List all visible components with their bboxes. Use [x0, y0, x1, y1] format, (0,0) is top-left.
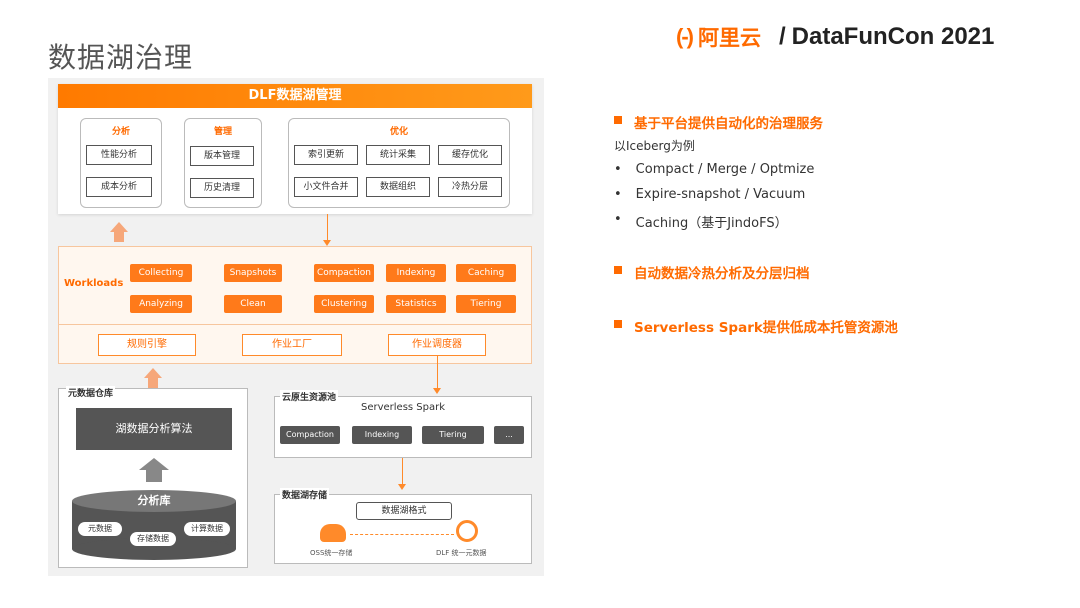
analysis-db-bottom [72, 538, 236, 560]
point-automated-governance: 基于平台提供自动化的治理服务 [634, 116, 823, 132]
workload-tiering: Tiering [456, 295, 516, 313]
pool-chip-tiering: Tiering [422, 426, 484, 444]
lake-format: 数据湖格式 [356, 502, 452, 520]
logo-separator: / [778, 23, 786, 50]
workload-analyzing: Analyzing [130, 295, 192, 313]
pill-metadata: 元数据 [78, 522, 122, 536]
connector-line [437, 356, 438, 390]
dot-icon: • [614, 212, 622, 227]
aliyun-logo-icon: (-) [676, 24, 694, 49]
dlf-metadata-label: DLF 统一元数据 [436, 549, 487, 557]
bullet-item: •Compact / Merge / Optmize [614, 162, 815, 177]
brand-logo: (-) 阿里云 / DataFunCon 2021 [676, 22, 994, 52]
workloads-divider [58, 324, 532, 325]
arrow-down-icon [398, 484, 406, 490]
aliyun-logo-text: 阿里云 [697, 27, 761, 50]
chip-data-organization: 数据组织 [366, 177, 430, 197]
dot-icon: • [614, 187, 622, 202]
workload-snapshots: Snapshots [224, 264, 282, 282]
chip-cost-analysis: 成本分析 [86, 177, 152, 197]
lake-analysis-algorithm: 湖数据分析算法 [76, 408, 232, 450]
resource-pool-subtitle: Serverless Spark [360, 402, 446, 413]
arrow-up-icon [139, 458, 169, 470]
resource-pool-title: 云原生资源池 [280, 390, 339, 403]
datafuncon-logo-text: DataFunCon 2021 [791, 23, 995, 50]
bullet-item: •Expire-snapshot / Vacuum [614, 187, 806, 202]
chip-statistics-collection: 统计采集 [366, 145, 430, 165]
workloads-label: Workloads [64, 278, 124, 289]
pill-compute-data: 计算数据 [184, 522, 230, 536]
chip-version-management: 版本管理 [190, 146, 254, 166]
group-management-title: 管理 [213, 127, 232, 137]
chip-history-cleanup: 历史清理 [190, 178, 254, 198]
workload-caching: Caching [456, 264, 516, 282]
chip-hot-cold-tiering: 冷热分层 [438, 177, 502, 197]
workload-compaction: Compaction [314, 264, 374, 282]
metastore-title: 元数据仓库 [66, 386, 116, 399]
lake-storage-title: 数据湖存储 [280, 488, 330, 501]
pool-chip-more: ... [494, 426, 524, 444]
job-scheduler: 作业调度器 [388, 334, 486, 356]
chip-small-file-merge: 小文件合并 [294, 177, 358, 197]
workload-collecting: Collecting [130, 264, 192, 282]
arrow-up-stem [114, 232, 124, 242]
rule-engine: 规则引擎 [98, 334, 196, 356]
chip-cache-optimization: 缓存优化 [438, 145, 502, 165]
workload-statistics: Statistics [386, 295, 446, 313]
arrow-up-stem [148, 378, 158, 388]
arrow-down-icon [433, 388, 441, 394]
pool-chip-indexing: Indexing [352, 426, 412, 444]
pool-chip-compaction: Compaction [280, 426, 340, 444]
bullet-item: •Caching（基于JindoFS） [614, 212, 788, 231]
metadata-service-icon [456, 520, 478, 542]
bullet-square-icon [614, 320, 622, 328]
workload-indexing: Indexing [386, 264, 446, 282]
workload-clustering: Clustering [314, 295, 374, 313]
arrow-up-icon [144, 368, 162, 378]
analysis-db-title: 分析库 [72, 490, 236, 512]
group-analysis-title: 分析 [111, 127, 130, 137]
workload-clean: Clean [224, 295, 282, 313]
chip-performance-analysis: 性能分析 [86, 145, 152, 165]
arrow-up-stem [146, 470, 162, 482]
dot-icon: • [614, 162, 622, 177]
page-title: 数据湖治理 [48, 41, 194, 74]
bullet-square-icon [614, 116, 622, 124]
pill-storage-data: 存储数据 [130, 532, 176, 546]
connector-line [402, 458, 403, 486]
bullet-square-icon [614, 266, 622, 274]
connector-line [327, 214, 328, 242]
arrow-down-icon [323, 240, 331, 246]
group-optimization-title: 优化 [389, 127, 408, 137]
point-serverless-spark: Serverless Spark提供低成本托管资源池 [634, 320, 898, 336]
job-factory: 作业工厂 [242, 334, 342, 356]
cloud-storage-icon [320, 524, 346, 542]
dlf-management-title: DLF数据湖管理 [58, 84, 532, 108]
oss-label: OSS统一存储 [310, 549, 353, 557]
point-hot-cold-archive: 自动数据冷热分析及分层归档 [634, 266, 810, 282]
arrow-up-icon [110, 222, 128, 232]
storage-dashed-link [350, 534, 454, 535]
chip-index-update: 索引更新 [294, 145, 358, 165]
example-iceberg: 以Iceberg为例 [614, 139, 695, 153]
